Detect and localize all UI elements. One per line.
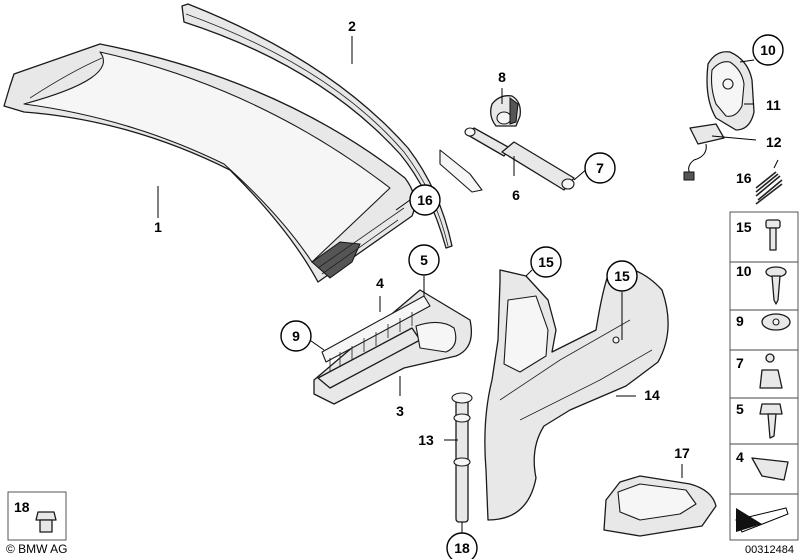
svg-text:18: 18 [454, 540, 470, 556]
diagram-number: 00312484 [745, 544, 794, 556]
label-part-2: 2 [348, 18, 356, 34]
label-part-11: 11 [766, 97, 781, 113]
callout-circle-5: 5 [408, 244, 440, 276]
label-part-14: 14 [644, 387, 660, 403]
side-label-4: 4 [736, 449, 744, 465]
ball-joint-part-8 [490, 95, 521, 127]
callout-circle-15-a: 15 [530, 246, 562, 278]
label-part-6: 6 [512, 187, 520, 203]
copyright-text: © BMW AG [6, 542, 68, 556]
label-part-13: 13 [418, 432, 434, 448]
side-label-15: 15 [736, 219, 752, 235]
callout-circle-16: 16 [409, 184, 441, 216]
callout-circle-15-b: 15 [606, 260, 638, 292]
callout-circle-18: 18 [446, 532, 478, 559]
svg-text:7: 7 [596, 160, 604, 176]
svg-text:9: 9 [292, 328, 300, 344]
side-label-10: 10 [736, 263, 752, 279]
spring-part-16 [755, 159, 783, 205]
small-bracket-part-17 [603, 475, 717, 537]
bracket-part-10-11 [706, 51, 755, 131]
gas-strut-part-6 [464, 127, 575, 191]
svg-text:15: 15 [614, 268, 630, 284]
leader-lines [157, 36, 757, 534]
svg-text:10: 10 [760, 42, 776, 58]
hinge-bracket-part-3-4 [313, 289, 473, 405]
svg-text:16: 16 [417, 192, 433, 208]
svg-text:5: 5 [420, 252, 428, 268]
label-part-3: 3 [396, 403, 404, 419]
label-part-17: 17 [674, 445, 690, 461]
sensor-part-12 [683, 123, 725, 181]
label-part-1: 1 [154, 219, 162, 235]
callout-circle-10: 10 [752, 34, 784, 66]
corner-box-label: 18 [14, 499, 30, 515]
label-part-8: 8 [498, 69, 506, 85]
bolt-part-13 [451, 392, 473, 523]
side-parts-panel [729, 211, 799, 541]
label-part-16-b: 16 [736, 170, 752, 186]
corner-box [7, 491, 67, 541]
callout-circle-7: 7 [584, 152, 616, 184]
svg-text:15: 15 [538, 254, 554, 270]
cover-panel-part-1 [3, 43, 416, 283]
label-part-12: 12 [766, 134, 782, 150]
callout-circle-9: 9 [280, 320, 312, 352]
side-label-5: 5 [736, 401, 744, 417]
label-part-4: 4 [376, 275, 384, 291]
side-label-9: 9 [736, 313, 744, 329]
side-label-7: 7 [736, 355, 744, 371]
